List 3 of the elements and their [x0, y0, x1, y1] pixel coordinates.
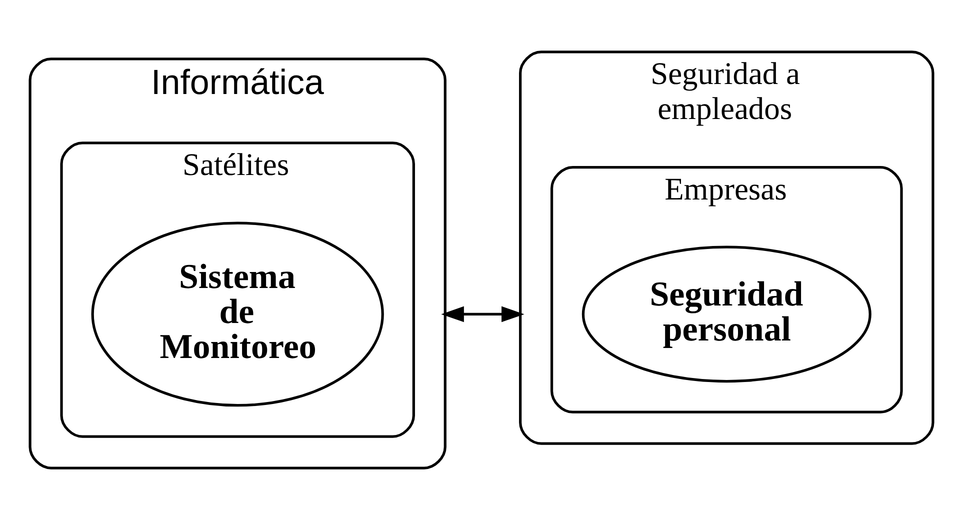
node-ellipse: Seguridad personal [581, 246, 871, 383]
node-ellipse: Sistema de Monitoreo [90, 222, 384, 407]
arrow [440, 306, 524, 322]
